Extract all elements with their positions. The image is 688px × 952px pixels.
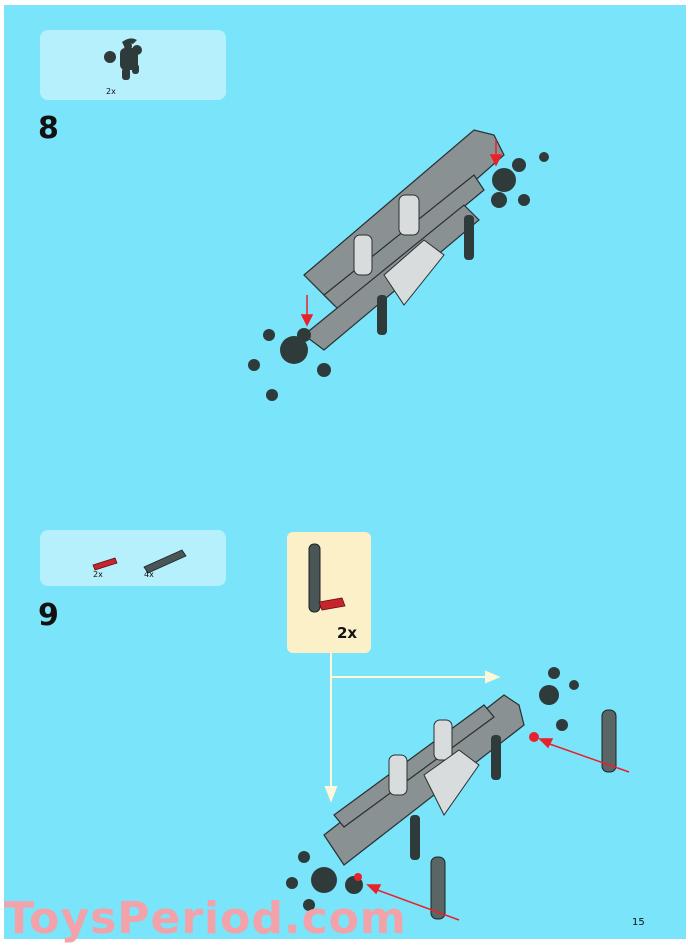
step-9-chassis-assembly-illustration bbox=[286, 653, 630, 921]
step-9-part-2-qty: 4x bbox=[144, 570, 154, 579]
step-9-number: 9 bbox=[38, 598, 59, 633]
step-8-part-qty: 2x bbox=[106, 87, 116, 96]
gray-liftarm-beam-icon bbox=[143, 549, 187, 574]
red-axle-pin-icon bbox=[92, 557, 118, 571]
page-number: 15 bbox=[632, 917, 645, 928]
step-8-chassis-assembly-illustration bbox=[248, 129, 549, 401]
liftarm-with-red-pin-icon bbox=[308, 543, 346, 613]
ball-joint-connector-icon bbox=[104, 38, 142, 80]
callout-qty: 2x bbox=[337, 624, 358, 642]
sub-assembly-callout: 2x bbox=[287, 532, 371, 653]
step-9-parts-box: 2x 4x bbox=[40, 530, 226, 586]
instruction-page: 2x 8 bbox=[4, 5, 686, 939]
watermark: ToysPeriod.com bbox=[4, 893, 407, 944]
step-9-part-1-qty: 2x bbox=[93, 570, 103, 579]
step-8-parts-box: 2x bbox=[40, 30, 226, 100]
step-9-parts-icons bbox=[92, 549, 187, 574]
step-8-number: 8 bbox=[38, 111, 59, 146]
